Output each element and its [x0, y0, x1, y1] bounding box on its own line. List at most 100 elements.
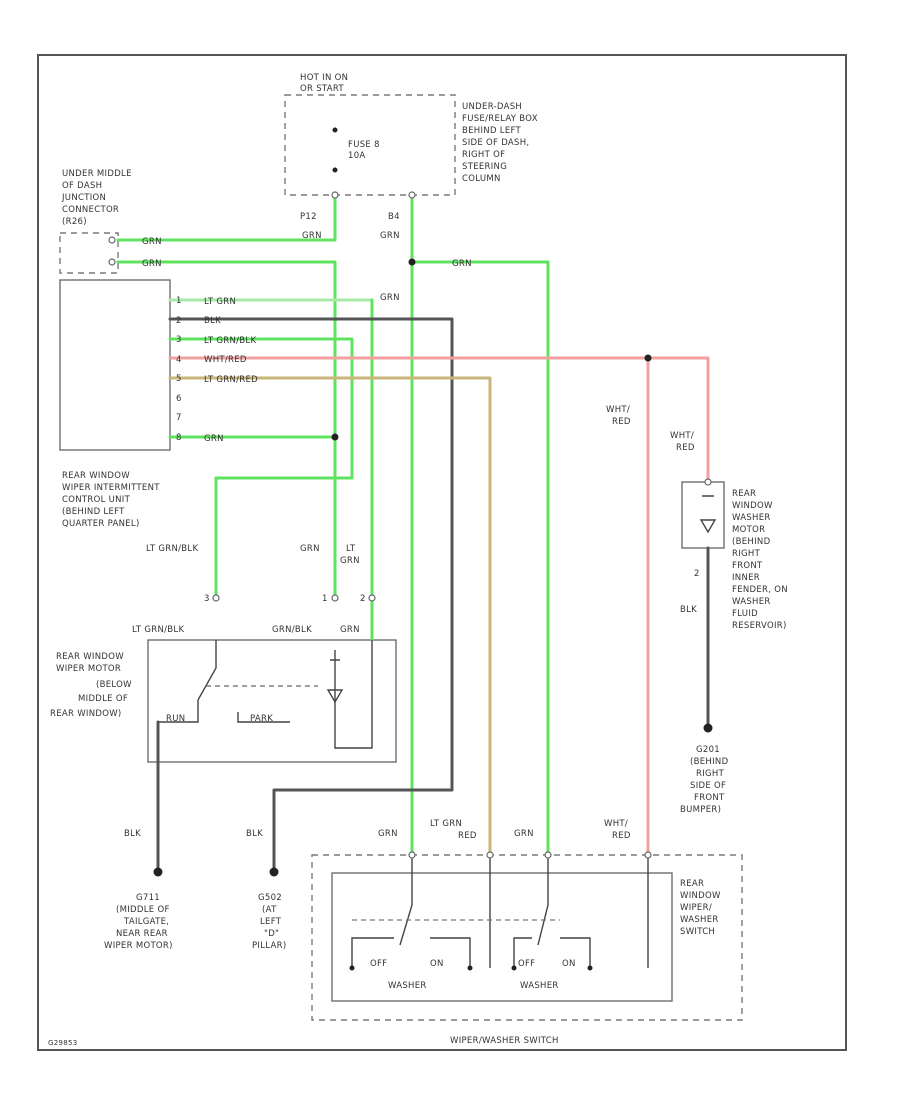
svg-text:RED: RED [612, 417, 631, 427]
switch-dot-3 [511, 965, 517, 971]
label-wire-lt-grn: LT GRN [204, 297, 236, 307]
svg-text:MOTOR: MOTOR [732, 525, 765, 535]
label-grn-j1: GRN [142, 237, 162, 247]
svg-text:REAR WINDOW: REAR WINDOW [62, 471, 130, 481]
label-g502: G502 (AT LEFT "D" PILLAR) [252, 893, 286, 951]
svg-text:RED: RED [458, 831, 477, 841]
svg-text:SIDE OF: SIDE OF [690, 781, 726, 791]
fuse-bot [332, 167, 338, 173]
label-figure-id: G29853 [48, 1039, 78, 1047]
label-blk-g711: BLK [124, 829, 141, 839]
diagram-frame [37, 54, 847, 1051]
label-switch: REAR WINDOW WIPER/ WASHER SWITCH [680, 879, 721, 937]
svg-text:"D": "D" [264, 929, 279, 939]
switch-dot-4 [587, 965, 593, 971]
label-wire-lt-grn-red: LT GRN/RED [204, 375, 258, 385]
label-grn-p12: GRN [302, 231, 322, 241]
svg-text:WASHER: WASHER [732, 597, 771, 607]
svg-text:NEAR REAR: NEAR REAR [116, 929, 168, 939]
svg-text:WHT/: WHT/ [670, 431, 694, 441]
label-wire-grn-top: GRN [380, 293, 400, 303]
label-b4: B4 [388, 212, 400, 222]
label-fuse-10a: 10A [348, 151, 366, 161]
label-grn-j2: GRN [142, 259, 162, 269]
svg-text:RED: RED [676, 443, 695, 453]
unit-pin-numbers: 1 2 3 4 5 6 7 8 [176, 296, 182, 443]
svg-text:FUSE/RELAY BOX: FUSE/RELAY BOX [462, 114, 538, 124]
label-lt-grn-blk-left: LT GRN/BLK [146, 544, 198, 554]
svg-text:WIPER MOTOR): WIPER MOTOR) [104, 941, 173, 951]
label-motor-pins: 3 1 2 [204, 594, 365, 604]
svg-text:3: 3 [176, 335, 182, 345]
wire-lt-grn-red-pin5 [168, 376, 492, 857]
label-park: PARK [250, 714, 273, 724]
wiper-washer-switch-box [311, 854, 743, 1021]
wiper-motor-internal [158, 640, 373, 749]
label-footer-combo: WIPER/WASHER SWITCH [450, 1036, 559, 1046]
svg-text:7: 7 [176, 413, 182, 423]
svg-text:GRN: GRN [340, 556, 360, 566]
svg-text:REAR: REAR [680, 879, 704, 889]
label-wire-grn-pin8: GRN [204, 434, 224, 444]
label-off-2: OFF [518, 959, 535, 969]
wire-lt-grn-blk-pin3 [168, 337, 354, 600]
switch-internal [351, 855, 649, 968]
pin-junction-2 [108, 258, 116, 266]
svg-text:MIDDLE OF: MIDDLE OF [78, 694, 128, 704]
label-blk-g502: BLK [246, 829, 263, 839]
intermittent-control-unit [59, 279, 171, 451]
svg-text:(AT: (AT [262, 905, 277, 915]
junction-connector-r26 [59, 232, 119, 274]
label-washer-pin-2: 2 [694, 569, 700, 579]
svg-text:REAR WINDOW: REAR WINDOW [56, 652, 124, 662]
wiper-motor-box [147, 639, 397, 763]
pin-sw-2 [486, 851, 494, 859]
pin-washer-1 [704, 478, 712, 486]
svg-text:CONNECTOR: CONNECTOR [62, 205, 119, 215]
svg-text:JUNCTION: JUNCTION [61, 193, 106, 203]
svg-text:WIPER MOTOR: WIPER MOTOR [56, 664, 121, 674]
svg-text:1: 1 [322, 594, 328, 604]
svg-text:UNDER-DASH: UNDER-DASH [462, 102, 522, 112]
svg-text:FRONT: FRONT [694, 793, 725, 803]
label-junction: UNDER MIDDLE OF DASH JUNCTION CONNECTOR … [61, 169, 131, 227]
svg-text:8: 8 [176, 433, 182, 443]
label-off-1: OFF [370, 959, 387, 969]
svg-text:WIPER/: WIPER/ [680, 903, 712, 913]
splice-grn [408, 258, 416, 266]
svg-text:LT GRN/BLK: LT GRN/BLK [132, 625, 184, 635]
label-grn-branch: GRN [452, 259, 472, 269]
label-lt-grn-stack: LT GRN [340, 544, 360, 566]
svg-text:QUARTER PANEL): QUARTER PANEL) [62, 519, 140, 529]
splice-wht-red [644, 354, 652, 362]
label-g711: G711 (MIDDLE OF TAILGATE, NEAR REAR WIPE… [104, 893, 173, 951]
svg-text:WASHER: WASHER [680, 915, 719, 925]
pin-motor-1 [212, 594, 220, 602]
pin-fuse-b4 [408, 191, 416, 199]
label-run: RUN [166, 714, 185, 724]
switch-dot-1 [349, 965, 355, 971]
svg-text:GRN: GRN [514, 829, 534, 839]
label-wiper-motor-top: LT GRN/BLK GRN/BLK GRN [132, 625, 359, 635]
svg-text:TAILGATE,: TAILGATE, [123, 917, 169, 927]
svg-text:LT GRN: LT GRN [430, 819, 462, 829]
svg-text:5: 5 [176, 374, 182, 384]
washer-motor-symbol [699, 495, 717, 534]
label-washer-motor: REAR WINDOW WASHER MOTOR (BEHIND RIGHT F… [732, 489, 788, 631]
pin-sw-3 [544, 851, 552, 859]
label-underdash-box: UNDER-DASH FUSE/RELAY BOX BEHIND LEFT SI… [462, 102, 538, 184]
svg-text:WASHER: WASHER [732, 513, 771, 523]
svg-text:G502: G502 [258, 893, 282, 903]
svg-text:WHT/: WHT/ [604, 819, 628, 829]
svg-text:REAR WINDOW): REAR WINDOW) [50, 709, 122, 719]
ground-g711 [153, 867, 163, 877]
svg-text:1: 1 [176, 296, 182, 306]
svg-text:G201: G201 [696, 745, 720, 755]
svg-text:WHT/: WHT/ [606, 405, 630, 415]
svg-text:(R26): (R26) [62, 217, 87, 227]
switch-dot-2 [467, 965, 473, 971]
label-wire-lt-grn-blk: LT GRN/BLK [204, 336, 256, 346]
svg-text:GRN/BLK: GRN/BLK [272, 625, 312, 635]
pin-fuse-p12 [331, 191, 339, 199]
svg-text:RIGHT OF: RIGHT OF [462, 150, 505, 160]
